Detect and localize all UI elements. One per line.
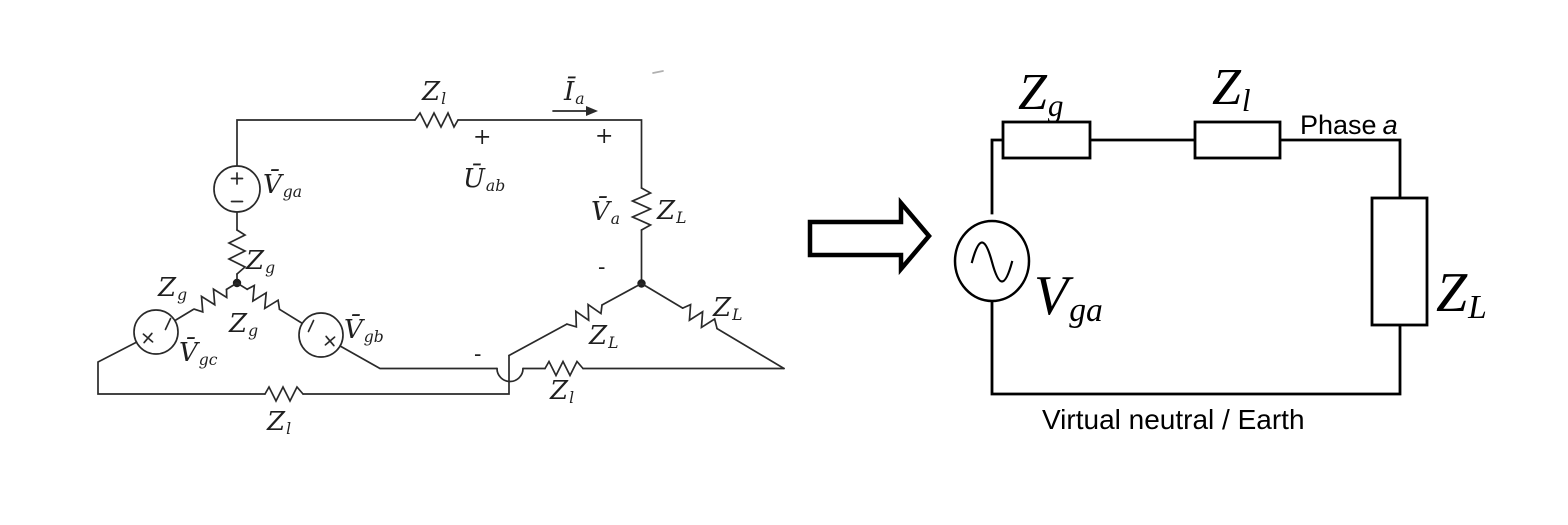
wire-star-to-zL-c xyxy=(601,282,643,306)
label-vgc: V̄gc xyxy=(179,338,218,369)
label-va-minus: - xyxy=(598,255,606,280)
current-arrow-head-icon xyxy=(586,106,598,116)
wire-zgc-to-vgc xyxy=(173,308,195,322)
wire-vgc-to-bottom xyxy=(97,341,266,395)
wire-bottom xyxy=(990,299,1402,396)
wire-vgb-to-hop xyxy=(339,345,498,370)
label-zl-top: Zl xyxy=(422,77,447,108)
label-current-ia: Īa xyxy=(564,77,585,108)
wire-zL-b-end xyxy=(716,327,785,370)
impedance-box-zL xyxy=(1370,196,1429,327)
wire-zL-c-end xyxy=(508,323,568,357)
label-uab-minus: - xyxy=(474,342,482,367)
wire-phase-a-left xyxy=(236,119,416,167)
label-zl-phase-c: Zl xyxy=(267,407,292,438)
resistor-zg-phase-a xyxy=(227,229,247,275)
plus-terminal-icon xyxy=(230,172,244,185)
left-three-phase-circuit xyxy=(97,70,785,403)
resistor-zl-phase-a xyxy=(414,110,459,129)
caption-virtual-neutral: Virtual neutral / Earth xyxy=(1042,404,1305,435)
plus-terminal-icon xyxy=(142,332,154,344)
label-zg-a: Zg xyxy=(246,246,276,277)
wire-neutral-to-zgb xyxy=(236,282,249,291)
impedance-box-zl xyxy=(1193,120,1282,160)
wire-phase-a-right xyxy=(457,119,643,189)
impedance-box-zg xyxy=(1001,120,1092,160)
plus-terminal-icon xyxy=(324,335,336,347)
source-vgc-circle xyxy=(133,309,179,355)
right-equivalent-circuit xyxy=(953,120,1429,396)
minus-terminal-icon xyxy=(164,317,172,331)
source-vgb-circle xyxy=(298,312,344,358)
label-va: V̄a xyxy=(591,197,621,228)
label-zL-phase-b: ZL xyxy=(713,293,743,324)
resistor-zL-phase-c xyxy=(565,302,603,329)
resistor-zL-phase-a xyxy=(630,187,653,231)
label-uab-plus: + xyxy=(473,125,492,150)
resistor-zL-phase-b xyxy=(681,303,718,330)
wire-jump-icon xyxy=(496,367,524,383)
label-zL-phase-c: ZL xyxy=(589,321,619,352)
label-uab: Ūab xyxy=(463,164,506,195)
label-right-zL: ZL xyxy=(1436,262,1487,327)
wire-bottom-to-star-c xyxy=(302,354,510,395)
wire-neutral-to-zgc xyxy=(225,282,238,291)
label-zg-b: Zg xyxy=(229,309,259,340)
wire-star-to-zL-b xyxy=(640,282,684,309)
stray-mark xyxy=(652,70,664,74)
label-va-plus: + xyxy=(595,124,614,149)
transform-arrow-icon xyxy=(807,196,932,276)
label-zl-phase-b: Zl xyxy=(550,376,575,407)
resistor-zl-phase-b xyxy=(544,359,584,378)
label-zL-phase-a: ZL xyxy=(657,196,687,227)
wire-zgb-to-vgb xyxy=(278,308,304,325)
label-right-zl: Zl xyxy=(1212,59,1251,118)
label-vgb: V̄gb xyxy=(344,315,384,346)
minus-terminal-icon xyxy=(307,319,315,333)
label-vga: V̄ga xyxy=(263,170,303,201)
resistor-zg-phase-b xyxy=(246,283,281,311)
label-right-vga: Vga xyxy=(1034,265,1103,330)
resistor-zg-phase-c xyxy=(193,287,228,314)
label-zg-c: Zg xyxy=(158,273,188,304)
sine-wave-icon xyxy=(970,241,1014,283)
label-right-zg: Zg xyxy=(1018,64,1064,123)
resistor-zl-phase-c xyxy=(264,385,304,403)
